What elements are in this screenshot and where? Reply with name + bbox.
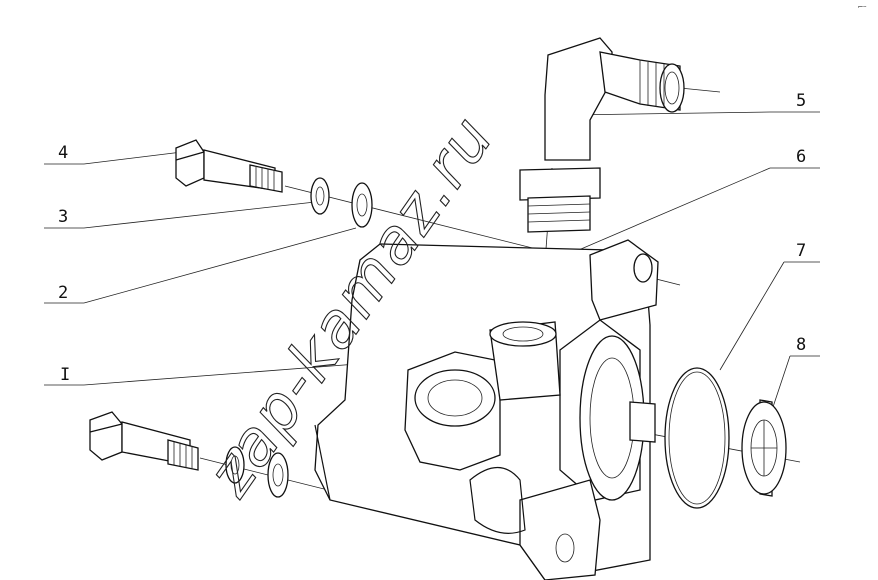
callout-label-3: 3 (58, 207, 68, 227)
callout-label-2: 2 (58, 283, 68, 303)
part-3-lock-washer (310, 177, 330, 215)
part-8-cover (741, 399, 787, 497)
corner-mark: ⌐┄ (858, 3, 867, 11)
callout-labels: 4 3 2 I 5 6 7 8 (58, 91, 806, 385)
callout-label-7: 7 (796, 241, 806, 261)
callout-label-6: 6 (796, 147, 806, 167)
part-4-upper-bolt (175, 139, 283, 193)
lower-bolt-assembly (89, 411, 289, 498)
callout-label-8: 8 (796, 335, 806, 355)
callout-label-1: I (60, 365, 70, 385)
callout-label-4: 4 (58, 143, 68, 163)
part-5-elbow-fitting (519, 37, 685, 233)
callout-label-5: 5 (796, 91, 806, 111)
part-1-pump-body (314, 239, 659, 580)
callout-leaders (44, 111, 820, 411)
part-7-o-ring (664, 367, 730, 509)
part-2-flat-washer (351, 182, 373, 228)
